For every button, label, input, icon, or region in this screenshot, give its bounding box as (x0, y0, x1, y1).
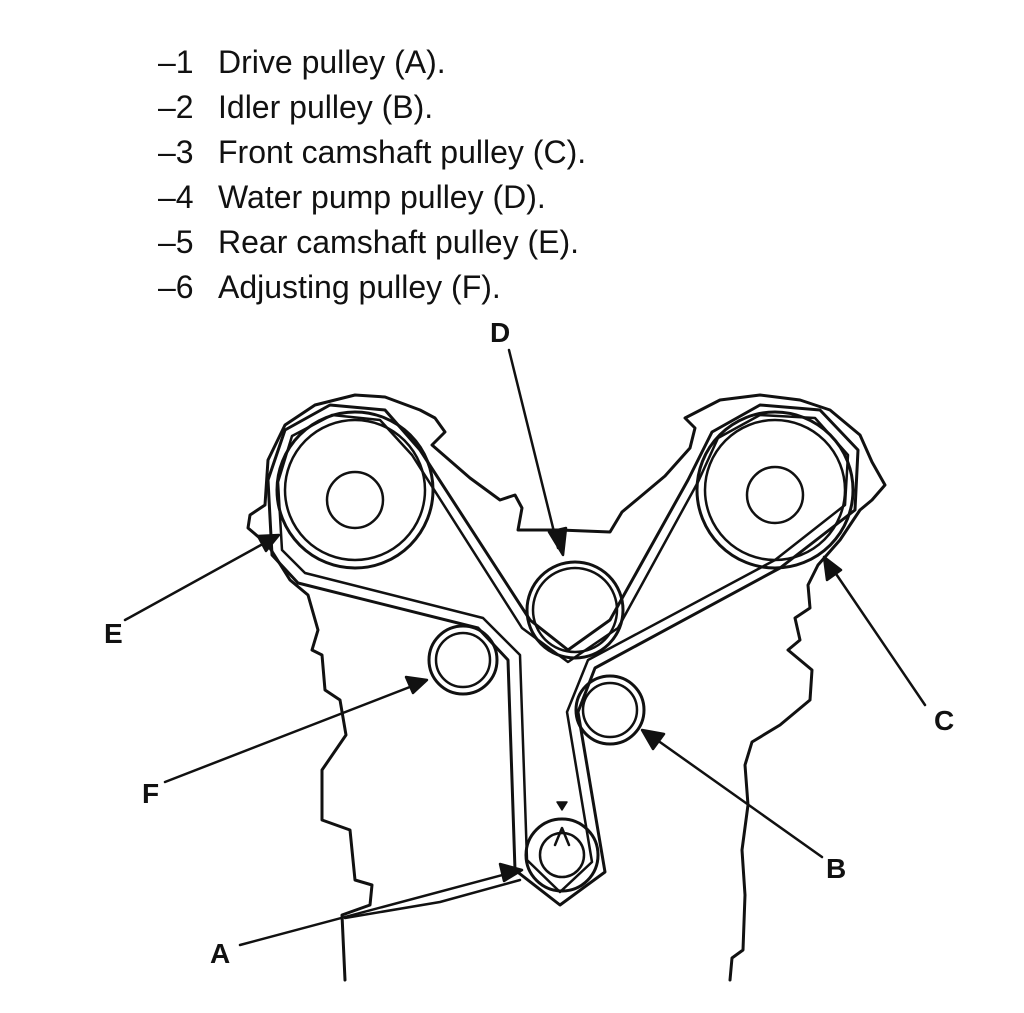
water-pump-pulley (525, 560, 625, 660)
drive-pulley-rim (524, 817, 600, 893)
arrowhead-d (547, 526, 568, 557)
rear-camshaft-pulley-rim (275, 410, 435, 570)
leader-line-a (238, 871, 512, 947)
leader-line-d (507, 348, 560, 550)
arrowhead-c (822, 555, 843, 582)
arrowhead-a (498, 862, 524, 883)
front-camshaft-pulley-hub (745, 465, 805, 525)
rear-camshaft-pulley-rim-inner (283, 418, 427, 562)
leader-lines (123, 348, 927, 947)
leader-line-c (828, 563, 927, 707)
drive-pulley-hub (538, 831, 586, 879)
leader-line-e (123, 538, 272, 622)
adjusting-pulley-rim-inner (434, 631, 492, 689)
arrowhead-f (404, 675, 429, 695)
idler-pulley (574, 674, 646, 746)
callout-b: B (826, 853, 846, 884)
front-camshaft-pulley (695, 410, 855, 570)
adjusting-pulley (427, 624, 499, 696)
drive-pulley (524, 801, 600, 893)
callout-d: D (490, 317, 510, 348)
leader-line-f (163, 683, 417, 784)
rear-camshaft-pulley (275, 410, 435, 570)
front-camshaft-pulley-rim (695, 410, 855, 570)
callout-e: E (104, 618, 123, 649)
leader-line-b (648, 733, 824, 859)
callout-a: A (210, 938, 230, 969)
arrowhead-e (256, 533, 281, 553)
callout-f: F (142, 778, 159, 809)
engine-block-inner-edge (343, 878, 522, 920)
rear-camshaft-pulley-hub (325, 470, 385, 530)
adjusting-pulley-rim (427, 624, 499, 696)
water-pump-pulley-rim-inner (531, 566, 619, 654)
water-pump-pulley-rim (525, 560, 625, 660)
drive-pulley-timing-notch (553, 826, 571, 847)
idler-pulley-rim (574, 674, 646, 746)
timing-mark-icon (556, 801, 568, 811)
front-camshaft-pulley-rim-inner (703, 418, 847, 562)
idler-pulley-rim-inner (581, 681, 639, 739)
arrowhead-b (640, 728, 666, 751)
engine-block-outline (246, 393, 887, 982)
callout-c: C (934, 705, 954, 736)
